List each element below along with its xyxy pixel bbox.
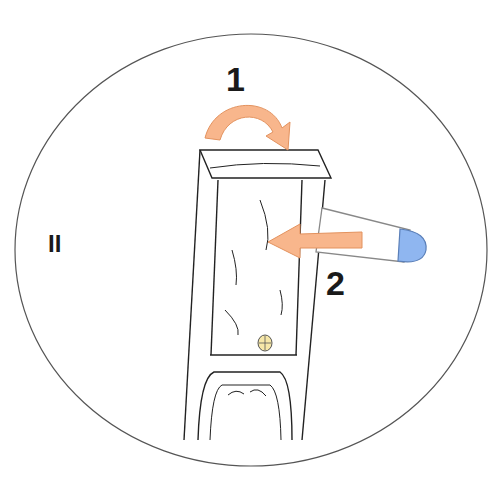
detail-circle <box>15 34 487 466</box>
outer-left-wall <box>184 150 200 440</box>
inner-right-wall <box>296 180 302 355</box>
crease <box>260 200 268 250</box>
base-arch <box>198 372 292 440</box>
callout-number: 1 <box>226 62 245 96</box>
pill-mark <box>259 336 271 350</box>
crease <box>280 290 282 315</box>
base-mark <box>228 391 244 395</box>
flip-arrow <box>205 105 290 150</box>
inner-left-wall <box>211 180 218 355</box>
container <box>184 150 331 440</box>
crease <box>232 250 237 285</box>
detail-number: II <box>48 232 61 256</box>
lid <box>200 150 331 178</box>
base-mark <box>250 390 266 396</box>
push-arrow <box>268 224 362 258</box>
lid-fold <box>210 163 320 168</box>
fingertip <box>398 229 426 262</box>
pill <box>258 335 272 351</box>
callout-number: 2 <box>326 266 345 300</box>
crease <box>225 310 238 335</box>
bottom-line <box>210 354 297 355</box>
base-inner-arch <box>210 385 281 440</box>
